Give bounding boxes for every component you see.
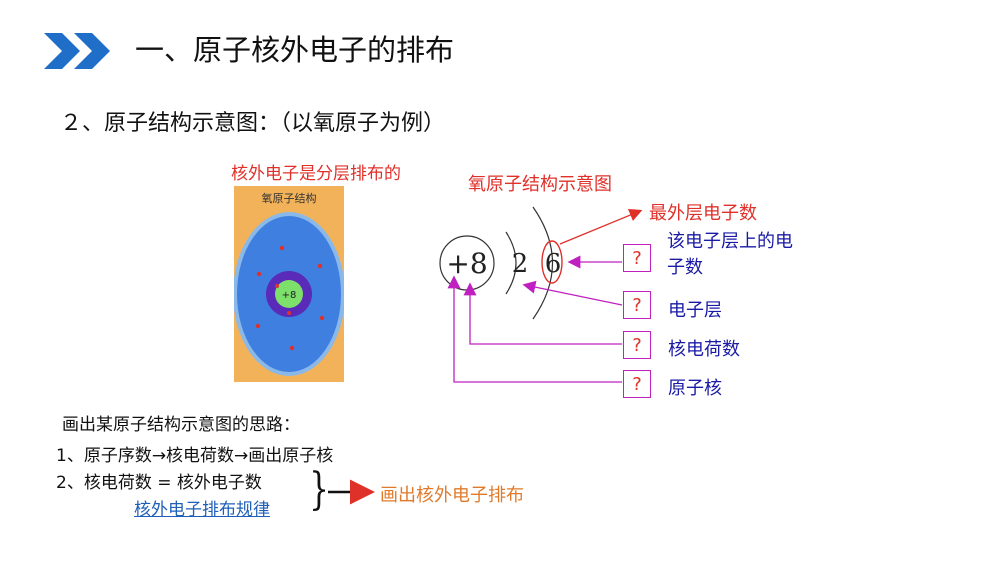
outer-label-arrow bbox=[559, 208, 643, 245]
diagram-caption: 氧原子结构示意图 bbox=[468, 174, 612, 195]
layered-caption: 核外电子是分层排布的 bbox=[231, 164, 401, 184]
shell-arc-1 bbox=[505, 231, 517, 295]
figure-label: 氧原子结构 bbox=[262, 191, 317, 205]
question-box-nucleus: ? bbox=[623, 370, 651, 398]
callout-charge: 核电荷数 bbox=[668, 339, 740, 360]
arrow-charge bbox=[463, 282, 622, 345]
oxygen-atom-figure: 氧原子结构 +8 bbox=[233, 186, 345, 386]
steps-title: 画出某原子结构示意图的思路： bbox=[62, 415, 300, 435]
page-title: 一、原子核外电子的排布 bbox=[135, 33, 455, 67]
right-brace-icon: } bbox=[309, 464, 329, 515]
step-2: 2、核电荷数 = 核外电子数 bbox=[56, 473, 262, 493]
rules-link[interactable]: 核外电子排布规律 bbox=[134, 500, 270, 520]
question-box-shell-count: ? bbox=[623, 244, 651, 272]
shell-arc-2 bbox=[532, 206, 554, 320]
outer-shell-label: 最外层电子数 bbox=[649, 203, 757, 224]
question-box-charge: ? bbox=[623, 331, 651, 359]
shell-2-count: 6 bbox=[545, 249, 562, 279]
arrow-nucleus bbox=[447, 275, 622, 383]
callout-nucleus: 原子核 bbox=[668, 378, 722, 399]
nucleus-charge: +8 bbox=[446, 247, 487, 280]
result-text: 画出核外电子排布 bbox=[380, 485, 524, 506]
arrow-shell bbox=[522, 280, 623, 306]
double-chevron-right-icon bbox=[44, 33, 116, 73]
shell-1-count: 2 bbox=[512, 249, 529, 279]
step-1: 1、原子序数→核电荷数→画出原子核 bbox=[56, 446, 334, 466]
callout-shell: 电子层 bbox=[668, 300, 722, 321]
section-heading: ２、原子结构示意图：（以氧原子为例） bbox=[60, 111, 446, 136]
nucleus-circle bbox=[439, 235, 495, 291]
figure-nucleus-label: +8 bbox=[282, 290, 297, 301]
callout-shell-count: 该电子层上的电子数 bbox=[667, 231, 793, 278]
question-box-shell: ? bbox=[623, 291, 651, 319]
outer-digit-highlight bbox=[541, 240, 563, 284]
